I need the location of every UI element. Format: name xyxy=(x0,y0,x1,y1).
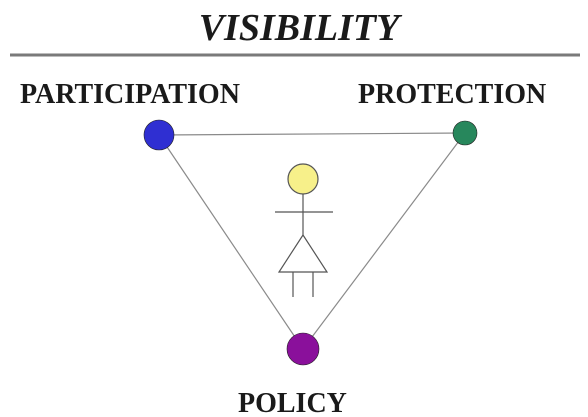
edge-participation-policy xyxy=(158,134,304,350)
person-head xyxy=(287,163,319,195)
person-dress xyxy=(277,233,329,273)
protection-node xyxy=(452,120,478,146)
protection-label: PROTECTION xyxy=(358,79,546,110)
triangle-edges xyxy=(158,132,466,350)
policy-label: POLICY xyxy=(238,388,347,417)
edge-participation-protection xyxy=(158,132,466,136)
participation-node xyxy=(143,119,175,151)
policy-node xyxy=(286,332,320,366)
edge-protection-policy xyxy=(302,132,466,350)
participation-label: PARTICIPATION xyxy=(20,79,240,110)
diagram-title: VISIBILITY xyxy=(199,7,403,49)
person-figure xyxy=(275,163,333,297)
